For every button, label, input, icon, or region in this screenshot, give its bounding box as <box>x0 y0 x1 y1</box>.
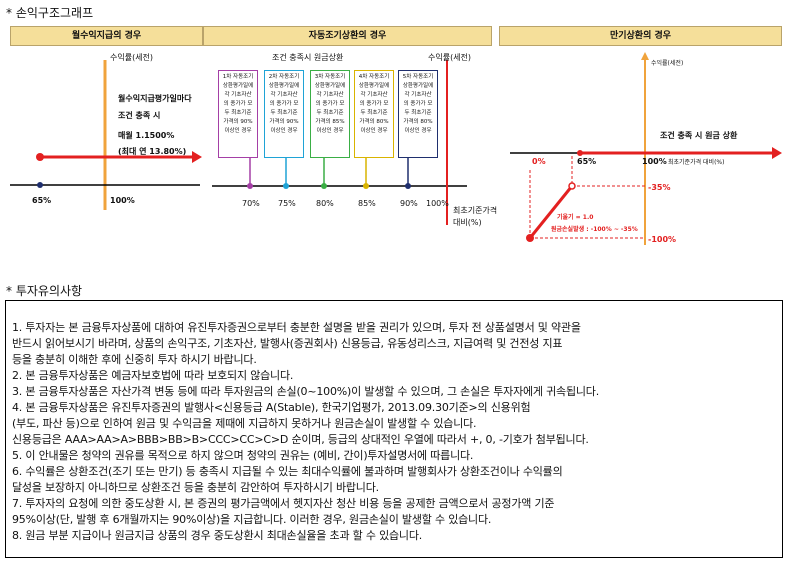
panel3-right-label: 조건 충족 시 원금 상환 <box>660 131 738 140</box>
panel1-axis-label: 수익률(세전) <box>110 53 154 62</box>
panel1-tick-65-dot <box>37 182 43 188</box>
panel3-loss-end <box>568 182 576 190</box>
note-line: 6. 수익률은 상환조건(조기 또는 만기) 등 충족시 지급될 수 있는 최대… <box>12 465 563 478</box>
panel2-dot-80 <box>321 183 327 189</box>
notice-box: 1. 투자자는 본 금융투자상품에 대하여 유진투자증권으로부터 충분한 설명을… <box>5 300 783 558</box>
bullet-asterisk: * <box>6 6 16 20</box>
notice-section-title: * 투자유의사항 <box>6 284 83 298</box>
panel2-tick-100: 100% <box>426 199 449 208</box>
note-line: 달성을 보장하지 아니하므로 상환조건 등을 충분히 감안하여 투자하시기 바랍… <box>12 481 379 494</box>
panel1-tick-100: 100% <box>110 196 135 205</box>
panel2-tick-75: 75% <box>278 199 296 208</box>
panel2-dot-70 <box>247 183 253 189</box>
panel2-dot-90 <box>405 183 411 189</box>
note-line: 3. 본 금융투자상품은 자산가격 변동 등에 따라 투자원금의 손실(0~10… <box>12 385 600 398</box>
panel2-tick-80: 80% <box>316 199 334 208</box>
panel2-tick-70: 70% <box>242 199 260 208</box>
note-line: 4. 본 금융투자상품은 유진투자증권의 발행사<신용등급 A(Stable),… <box>12 401 531 414</box>
panel1-desc-4: (최대 연 13.80%) <box>118 147 187 156</box>
panel3-arrow-icon <box>772 147 782 159</box>
panel2-tick-85: 85% <box>358 199 376 208</box>
panel3-tick-65: 65% <box>577 157 597 166</box>
panel3-65-point <box>577 150 583 156</box>
panel2-dot-75 <box>283 183 289 189</box>
header-maturity: 만기상환의 경우 <box>499 26 782 46</box>
header-autocall: 자동조기상환의 경우 <box>203 26 492 46</box>
note-line: 5. 이 안내물은 청약의 권유를 목적으로 하지 않으며 청약의 권유는 (예… <box>12 449 474 462</box>
bullet-asterisk: * <box>6 284 16 298</box>
note-line: 신용등급은 AAA>AA>A>BBB>BB>B>CCC>CC>C>D 순이며, … <box>12 433 589 446</box>
structure-section-title: * 손익구조그래프 <box>6 6 94 20</box>
panel2-x-label-2: 대비(%) <box>453 218 482 227</box>
header-monthly: 월수익지급의 경우 <box>10 26 203 46</box>
panel3-y-minus100: -100% <box>648 235 677 244</box>
note-line: (부도, 파산 등)으로 인하여 원금 및 수익금을 제때에 지급하지 못하거나… <box>12 417 477 430</box>
autocall-box-1: 1차 자동조기 상환평가일에 각 기초자산 의 종가가 모 두 최초기준 가격의… <box>218 70 258 158</box>
panel3-axis-arrow-icon <box>641 52 649 60</box>
panel2-title: 조건 충족시 원금상환 <box>272 53 344 62</box>
note-line: 1. 투자자는 본 금융투자상품에 대하여 유진투자증권으로부터 충분한 설명을… <box>12 321 581 334</box>
panel1-tick-65: 65% <box>32 196 52 205</box>
panel2-dot-85 <box>363 183 369 189</box>
panel3-x-sub-label: 최초기준가격 대비(%) <box>668 159 725 166</box>
panel1-start-point <box>36 153 44 161</box>
autocall-box-5: 5차 자동조기 상환평가일에 각 기초자산 의 종가가 모 두 최초기준 가격의… <box>398 70 438 158</box>
panel1-arrow-icon <box>192 151 202 163</box>
panel2-tick-90: 90% <box>400 199 418 208</box>
panel3-slope-label: 기울기 = 1.0 <box>557 214 594 221</box>
panel3-tick-100: 100% <box>642 157 667 166</box>
note-line: 2. 본 금융투자상품은 예금자보호법에 따라 보호되지 않습니다. <box>12 369 294 382</box>
panel1-desc-3: 매월 1.1500% <box>118 131 175 140</box>
panel3-loss-start <box>526 234 534 242</box>
panel3-y-minus35: -35% <box>648 183 671 192</box>
autocall-box-3: 3차 자동조기 상환평가일에 각 기초자산 의 종가가 모 두 최초기준 가격의… <box>310 70 350 158</box>
panel1-desc-2: 조건 충족 시 <box>118 111 161 120</box>
autocall-box-4: 4차 자동조기 상환평가일에 각 기초자산 의 종가가 모 두 최초기준 가격의… <box>354 70 394 158</box>
panel1-desc-1: 월수익지급평가일마다 <box>118 94 192 103</box>
payoff-chart-svg <box>10 52 782 245</box>
note-line: 95%이상(단, 발행 후 6개월까지는 90%이상)을 지급합니다. 이러한 … <box>12 513 492 526</box>
note-line: 8. 원금 부분 지급이나 원금지급 상품의 경우 중도상환시 최대손실율을 초… <box>12 529 423 542</box>
panel3-axis-label: 수익률(세전) <box>651 60 684 67</box>
panel3-loss-label: 원금손실발생 : -100% ~ -35% <box>551 226 638 233</box>
note-line: 등을 충분히 이해한 후에 신중히 투자 하시기 바랍니다. <box>12 353 257 366</box>
autocall-box-2: 2차 자동조기 상환평가일에 각 기초자산 의 종가가 모 두 최초기준 가격의… <box>264 70 304 158</box>
panel3-tick-0: 0% <box>532 157 546 166</box>
panel2-x-label-1: 최초기준가격 <box>453 206 498 215</box>
note-line: 반드시 읽어보시기 바라며, 상품의 손익구조, 기초자산, 발행사(증권회사)… <box>12 337 563 350</box>
panel3-loss-line <box>528 185 574 239</box>
panel2-axis-label: 수익률(세전) <box>428 53 472 62</box>
note-line: 7. 투자자의 요청에 의한 중도상환 시, 본 증권의 평가금액에서 헷지자산… <box>12 497 555 510</box>
